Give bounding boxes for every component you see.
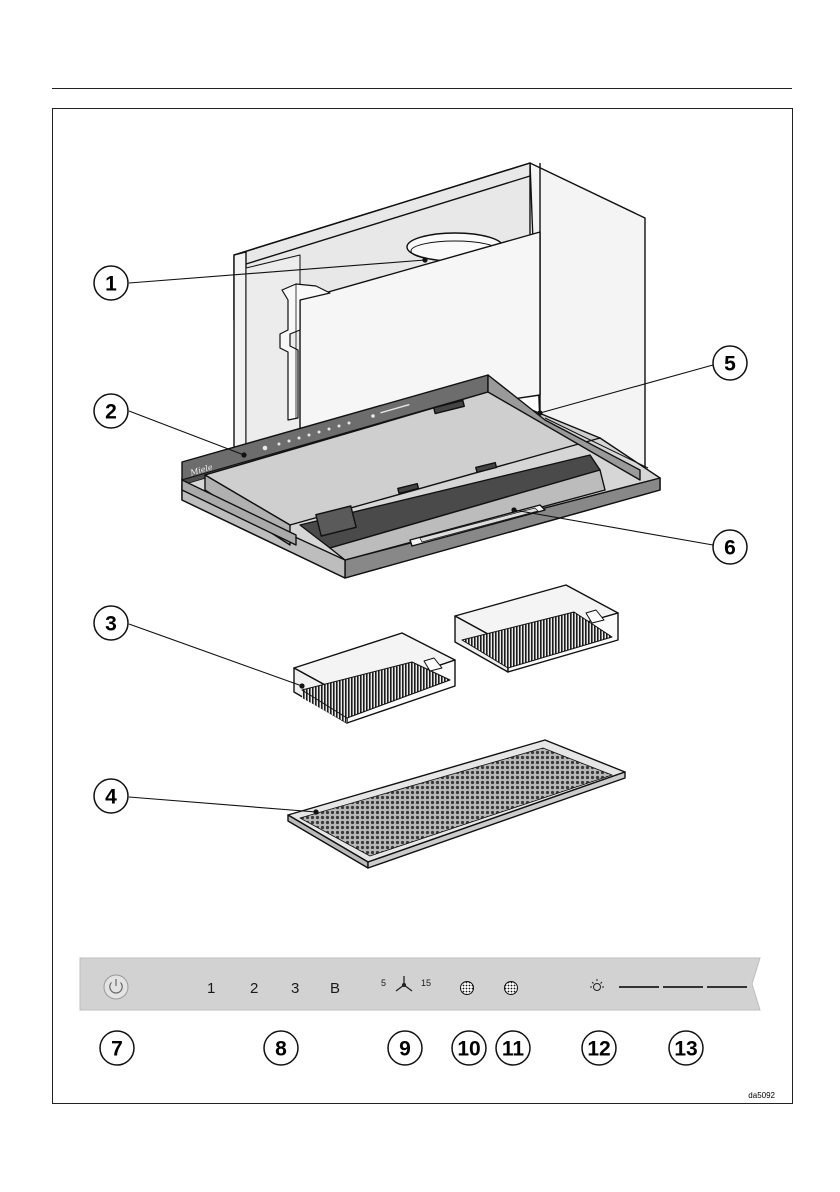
svg-text:6: 6 (724, 537, 736, 560)
callout-13: 13 (669, 1031, 703, 1065)
callout-2: 2 (94, 394, 128, 428)
svg-text:12: 12 (587, 1038, 610, 1061)
callout-4: 4 (94, 779, 128, 813)
control-panel: 1 2 3 B 5 15 (80, 958, 760, 1010)
grease-filter-icon (461, 982, 474, 995)
odour-filter-right (455, 585, 618, 672)
timer-min-label: 5 (381, 978, 386, 988)
svg-text:2: 2 (105, 401, 117, 424)
svg-text:1: 1 (105, 273, 117, 296)
odour-filter-icon (505, 982, 518, 995)
svg-text:10: 10 (457, 1038, 480, 1061)
image-code: da5092 (748, 1091, 775, 1100)
grease-filter (288, 740, 625, 868)
svg-text:8: 8 (275, 1038, 287, 1061)
svg-text:9: 9 (399, 1038, 411, 1061)
svg-text:5: 5 (724, 353, 736, 376)
callout-11: 11 (496, 1031, 530, 1065)
svg-text:4: 4 (105, 786, 117, 809)
callout-6: 6 (713, 530, 747, 564)
svg-text:7: 7 (111, 1038, 123, 1061)
callout-10: 10 (452, 1031, 486, 1065)
svg-text:3: 3 (105, 613, 117, 636)
speed-label-1: 1 (207, 980, 215, 997)
callout-9: 9 (388, 1031, 422, 1065)
callout-8: 8 (264, 1031, 298, 1065)
brightness-bars (619, 986, 747, 988)
callout-5: 5 (713, 346, 747, 380)
callout-12: 12 (582, 1031, 616, 1065)
speed-label-boost: B (330, 980, 340, 997)
svg-text:11: 11 (502, 1038, 525, 1061)
callout-1: 1 (94, 266, 128, 300)
callout-3: 3 (94, 606, 128, 640)
odour-filter-left (294, 633, 455, 723)
timer-max-label: 15 (421, 978, 431, 988)
speed-label-3: 3 (291, 980, 299, 997)
callout-7: 7 (100, 1031, 134, 1065)
speed-label-2: 2 (250, 980, 258, 997)
power-icon (104, 975, 128, 999)
svg-text:13: 13 (674, 1038, 697, 1061)
